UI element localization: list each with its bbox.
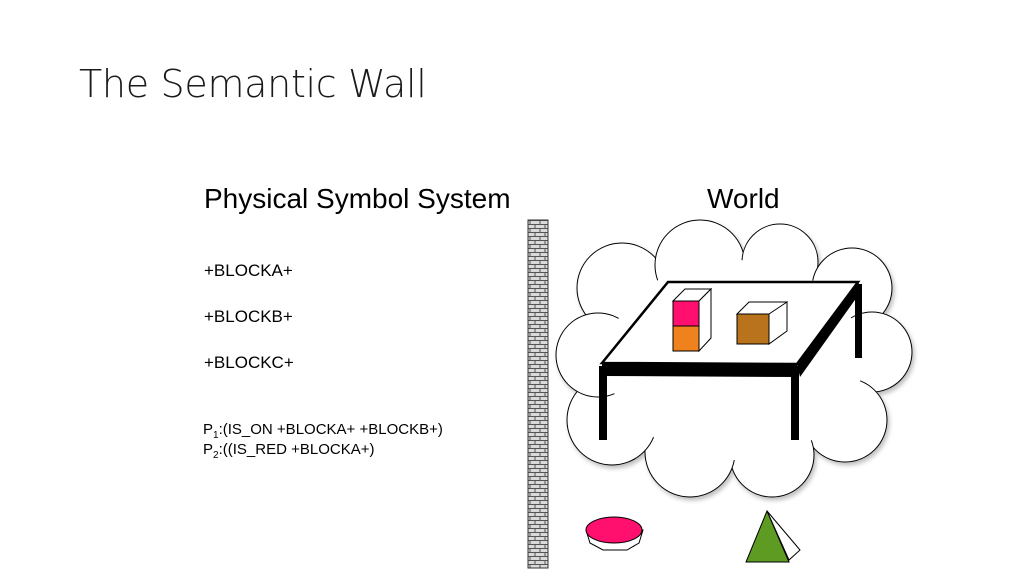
proposition-text: :((IS_RED +BLOCKA+): [218, 441, 375, 458]
proposition-index: 1: [213, 430, 219, 441]
heading-physical-symbol-system: Physical Symbol System: [204, 183, 511, 214]
pyramid-icon: [745, 509, 801, 563]
symbol-blocka: +BLOCKA+: [204, 261, 293, 280]
proposition-text: :(IS_ON +BLOCKA+ +BLOCKB+): [218, 421, 443, 438]
table-icon: [599, 280, 862, 440]
proposition-label: P: [203, 441, 214, 458]
symbol-blockc: +BLOCKC+: [204, 353, 294, 372]
heading-world: World: [707, 183, 780, 214]
brick-wall-icon: [527, 219, 549, 569]
proposition-label: P: [203, 421, 214, 438]
disc-icon: [585, 516, 644, 551]
block-icon: [735, 301, 789, 345]
block-icon: [671, 287, 713, 353]
slide-title: The Semantic Wall: [79, 62, 427, 106]
symbol-blockb: +BLOCKB+: [204, 307, 293, 326]
proposition-p1: P1:(IS_ON +BLOCKA+ +BLOCKB+): [203, 421, 443, 445]
proposition-index: 2: [213, 450, 219, 461]
proposition-p2: P2:((IS_RED +BLOCKA+): [203, 441, 374, 465]
